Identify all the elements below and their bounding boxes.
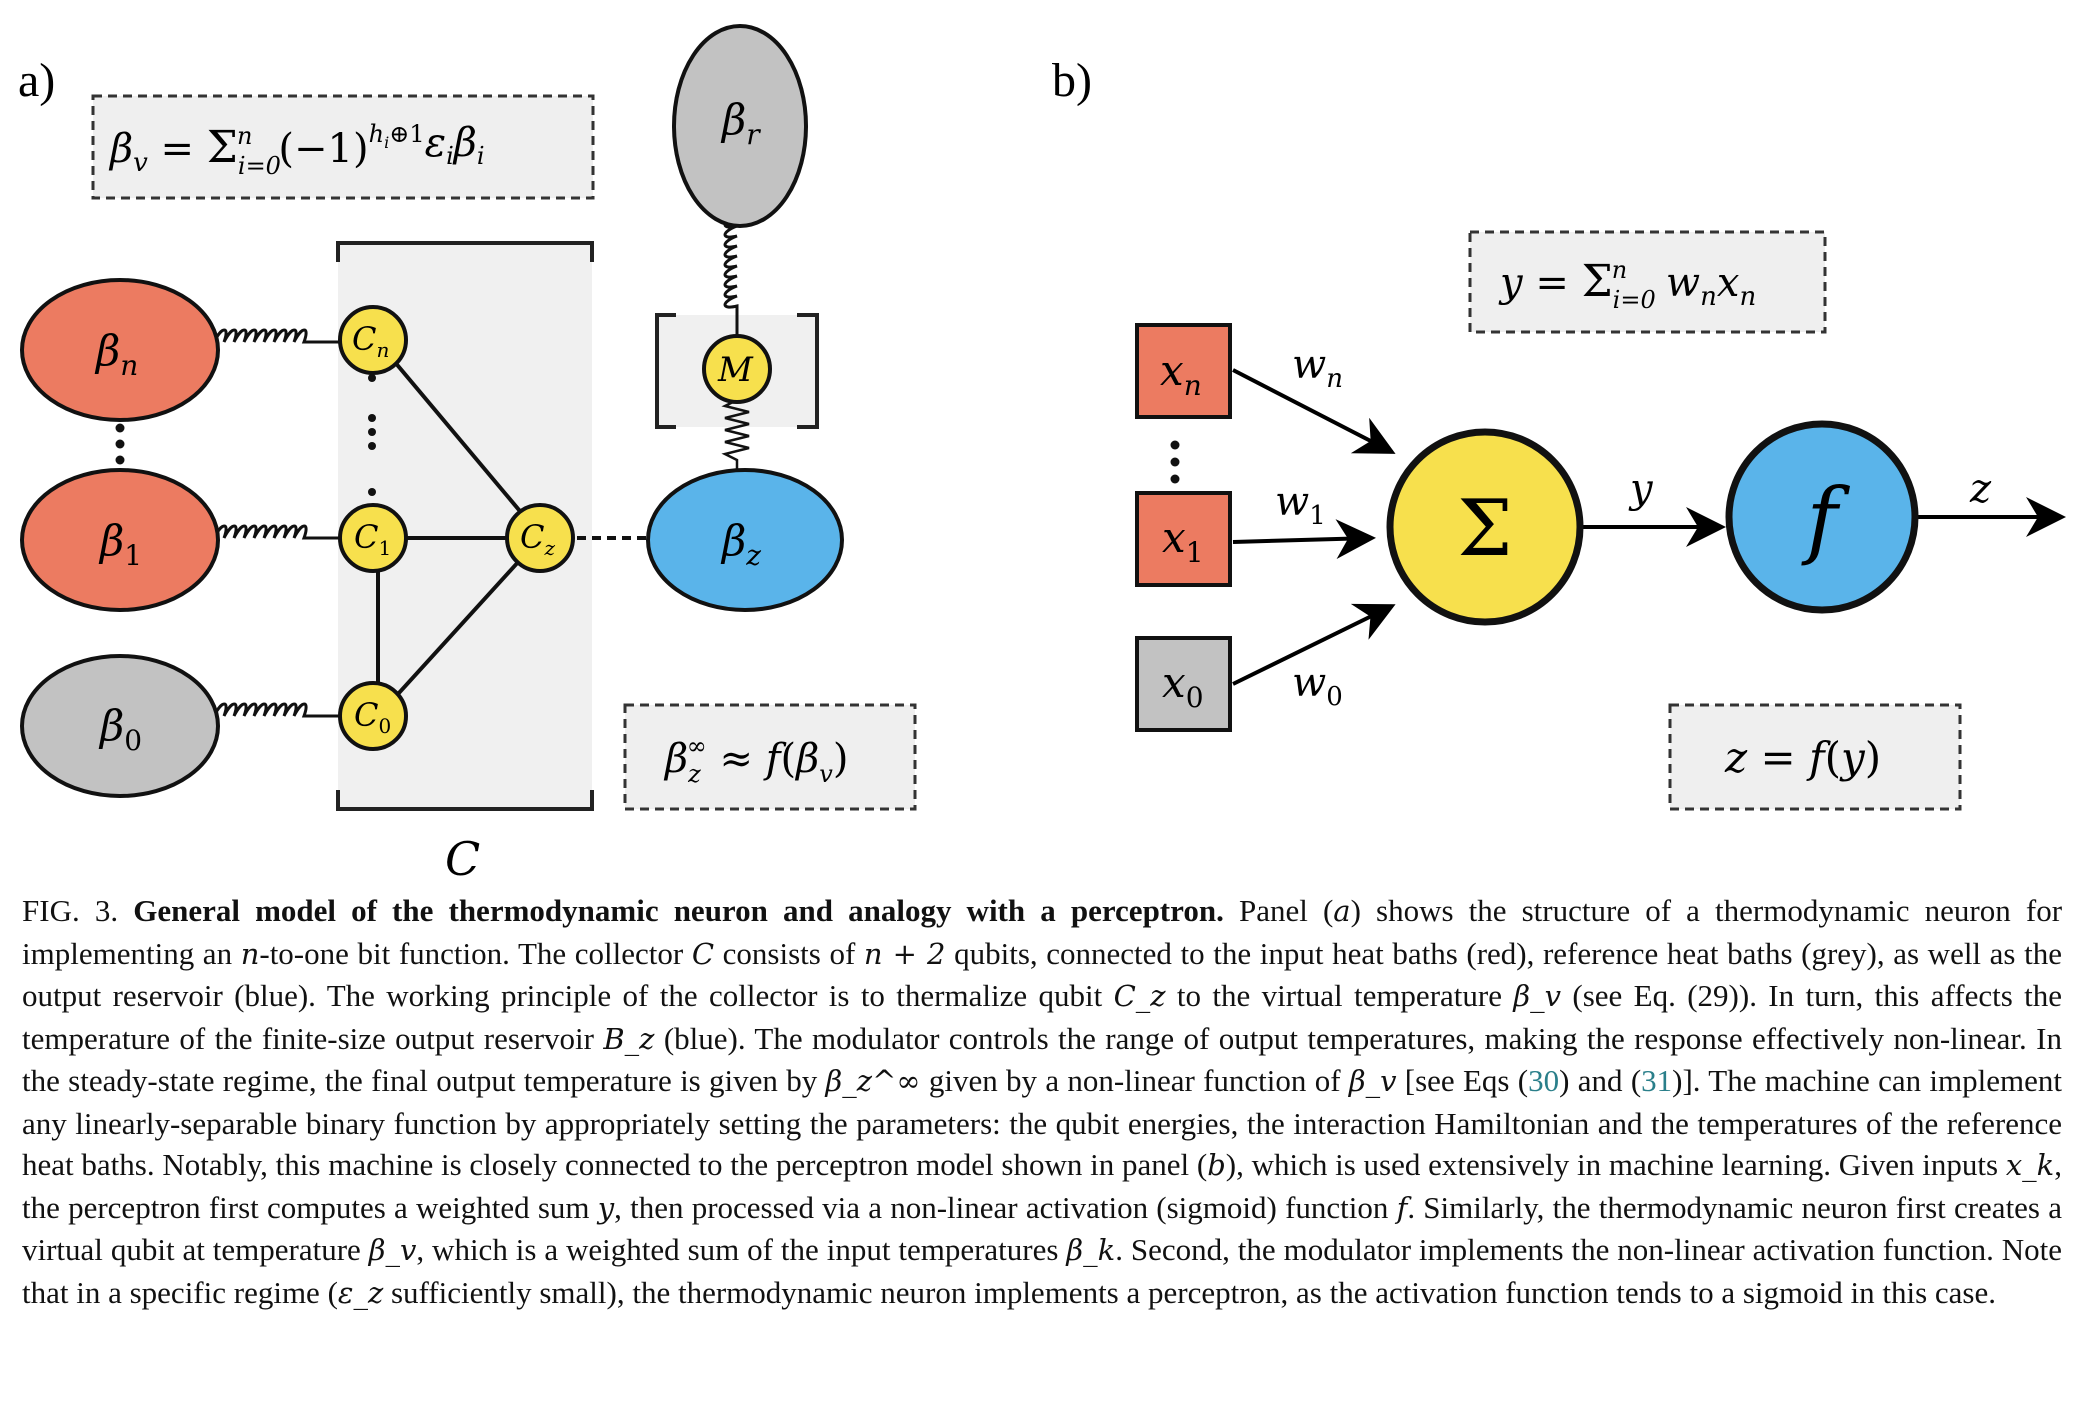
qubit-ellipsis-dots <box>368 374 376 496</box>
sum-node: Σ <box>1386 428 1584 626</box>
beta-v-equation: βv = Σi=0n(−1)hi⊕1εiβi <box>108 120 485 180</box>
steady-state-equation-box: βz∞ ≈ f(βv) <box>623 703 917 811</box>
caption-title: General model of the thermodynamic neuro… <box>133 893 1224 928</box>
svg-text:M: M <box>717 350 754 390</box>
eq-ref-31[interactable]: 31 <box>1641 1063 1673 1098</box>
panel-a-label: a) <box>18 54 55 107</box>
qubit-c-1: C1 <box>338 503 408 573</box>
figure-caption: FIG. 3. General model of the thermodynam… <box>22 893 2063 1310</box>
bath-beta-z: βz <box>646 468 844 612</box>
input-x-1: x1 <box>1135 491 1232 587</box>
figure: a) βv = Σi=0n(−1)hi⊕1εiβi C <box>18 24 2066 880</box>
qubit-modulator: M <box>702 334 772 404</box>
svg-text:βz: βz <box>720 516 761 572</box>
collector-label: C <box>445 832 480 880</box>
bath-beta-1: β1 <box>20 468 220 612</box>
input-x-n: xn <box>1135 323 1232 419</box>
perceptron-equation-box: y = Σi=0n wnxn <box>1468 230 1827 334</box>
input-ellipsis-dots <box>1170 440 1180 484</box>
bath-beta-0: β0 <box>20 654 220 798</box>
output-z: z <box>1969 466 1992 512</box>
spring-m-bz <box>721 398 750 470</box>
panel-b-label: b) <box>1052 54 1092 107</box>
activation-equation-box: z = f(y) <box>1668 703 1962 811</box>
qubit-c-n: Cn <box>338 305 408 375</box>
input-x-0: x0 <box>1135 636 1232 732</box>
panel-b: b) y = Σi=0n wnxn xn x1 x0 wn w1 w0 <box>1052 54 2066 811</box>
weight-w-n: wn <box>1292 342 1343 394</box>
svg-text:βz∞ ≈ f(βv): βz∞ ≈ f(βv) <box>663 732 848 788</box>
eq-ref-30[interactable]: 30 <box>1528 1063 1560 1098</box>
qubit-c-z: Cz <box>505 503 575 573</box>
caption-fig-label: FIG. 3. <box>22 893 119 928</box>
bath-ellipsis-dots <box>115 423 125 465</box>
panel-a-equation-box: βv = Σi=0n(−1)hi⊕1εiβi <box>91 94 595 200</box>
bath-beta-r: βr <box>672 24 808 228</box>
sum-output-y: y <box>1628 466 1654 512</box>
activation-node: f <box>1725 420 1919 614</box>
panel-a: a) βv = Σi=0n(−1)hi⊕1εiβi C <box>18 24 917 880</box>
qubit-c-0: C0 <box>338 681 408 751</box>
svg-text:Σ: Σ <box>1457 484 1512 574</box>
weight-w-1: w1 <box>1275 479 1326 531</box>
svg-text:z = f(y): z = f(y) <box>1724 733 1881 782</box>
svg-text:βr: βr <box>720 95 761 151</box>
spring-b1-c1 <box>212 524 350 540</box>
spring-bn-cn <box>212 328 350 344</box>
weight-w-0: w0 <box>1292 660 1343 712</box>
bath-beta-n: βn <box>20 278 220 422</box>
spring-b0-c0 <box>212 702 350 718</box>
